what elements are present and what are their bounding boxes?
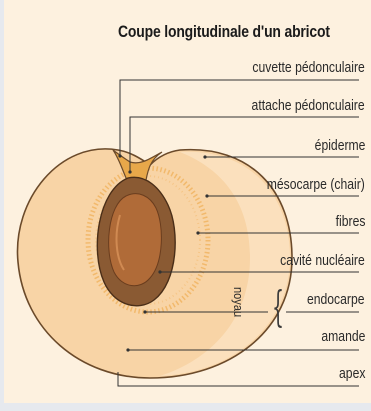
noyau-brace: { xyxy=(272,286,284,328)
label-mesocarpe: mésocarpe (chair) xyxy=(267,177,365,193)
label-attache: attache pédonculaire xyxy=(252,98,365,114)
label-endocarpe: endocarpe xyxy=(307,292,365,308)
label-cuvette: cuvette pédonculaire xyxy=(253,60,365,76)
label-epiderme: épiderme xyxy=(314,138,365,154)
label-amande: amande xyxy=(321,329,365,345)
label-apex: apex xyxy=(339,366,365,382)
label-fibres: fibres xyxy=(335,214,365,230)
label-cavite: cavité nucléaire xyxy=(280,253,365,269)
label-noyau: noyau xyxy=(231,287,246,317)
